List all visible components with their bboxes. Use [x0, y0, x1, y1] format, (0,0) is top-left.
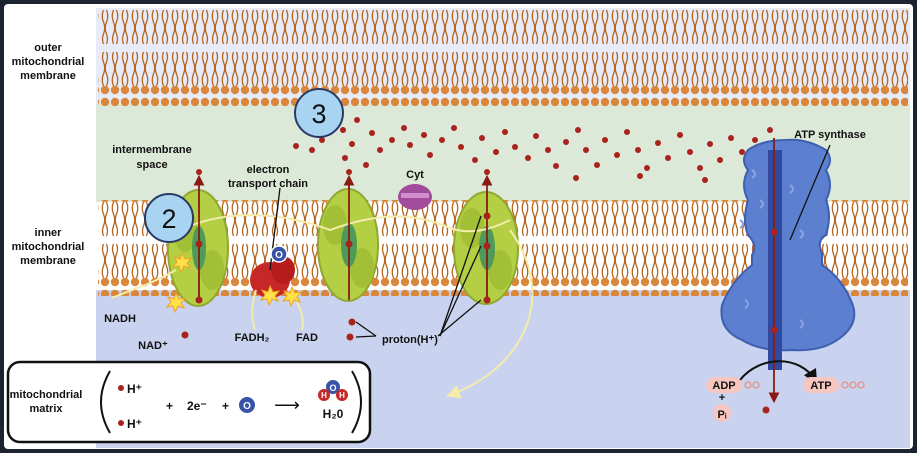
electron-starbursts — [165, 251, 303, 314]
intermembrane-space-label: intermembrane space — [112, 144, 191, 171]
cytochrome-c — [398, 184, 432, 210]
electron-to-oxygen-arrow — [446, 229, 534, 399]
nad-plus-label: NAD⁺ — [138, 340, 168, 352]
svg-text:space: space — [136, 159, 167, 171]
adp-pill: ADP — [706, 377, 760, 393]
plus-2: + — [222, 399, 229, 413]
oxygen-symbol: O — [243, 401, 251, 412]
proton-leaders — [355, 215, 482, 338]
svg-text:inner: inner — [35, 227, 63, 239]
atp-synthase-label: ATP synthase — [794, 129, 866, 141]
svg-text:intermembrane: intermembrane — [112, 144, 191, 156]
plus-sign: + — [719, 392, 725, 404]
svg-text:membrane: membrane — [20, 255, 76, 267]
svg-text:electron: electron — [247, 164, 290, 176]
svg-text:O: O — [275, 250, 283, 261]
svg-text:Pᵢ: Pᵢ — [718, 409, 727, 421]
electron-path — [175, 214, 511, 233]
fadh2-path — [251, 289, 257, 331]
proton-label: proton(H⁺) — [382, 334, 438, 346]
svg-text:membrane: membrane — [20, 70, 76, 82]
atp-synthase-leader — [789, 144, 831, 241]
fad-label: FAD — [296, 332, 318, 344]
intermembrane-protons — [196, 117, 773, 183]
proton-dot — [762, 406, 770, 414]
nadh-label: NADH — [104, 313, 136, 325]
svg-text:O: O — [329, 383, 336, 393]
svg-text:outer: outer — [34, 42, 62, 54]
fadh2-label: FADH₂ — [235, 332, 270, 344]
close-paren — [351, 370, 362, 434]
step-badge-3: 3 — [294, 88, 344, 138]
open-paren — [100, 370, 111, 434]
svg-text:3: 3 — [311, 99, 326, 129]
plus-1: + — [166, 399, 173, 413]
outer-membrane — [98, 10, 908, 106]
atp-synthase — [720, 138, 856, 370]
inner-membrane-label: inner mitochondrial membrane — [12, 227, 85, 267]
electrons: 2e⁻ — [187, 399, 207, 413]
h-plus-top: H⁺ — [127, 382, 142, 396]
h-plus-bottom: H⁺ — [127, 417, 142, 431]
water-formula: H₂0 — [323, 407, 344, 421]
matrix-protons — [181, 212, 491, 341]
svg-text:mitochondrial: mitochondrial — [12, 241, 85, 253]
matrix-label-line2: matrix — [29, 403, 63, 415]
atp-pill: ATP — [803, 377, 865, 393]
adp-to-atp-arrow — [739, 360, 818, 384]
pi-pill: Pᵢ — [713, 404, 731, 422]
svg-text:mitochondrial: mitochondrial — [12, 56, 85, 68]
step-badge-2: 2 — [144, 193, 194, 243]
svg-text:transport chain: transport chain — [228, 178, 308, 190]
reaction-arrow: ⟶ — [274, 395, 300, 415]
oxygen-marker: O — [270, 245, 288, 263]
water-molecule-icon: O H H — [318, 380, 348, 401]
proton-pump-arrows — [193, 174, 493, 300]
svg-text:ATP: ATP — [810, 380, 831, 392]
proton-dot — [770, 228, 778, 236]
complex-ii — [250, 256, 295, 298]
electron-transport-chain-label: electron transport chain — [228, 164, 308, 190]
outer-membrane-label: outer mitochondrial membrane — [12, 42, 85, 82]
svg-text:ADP: ADP — [712, 380, 735, 392]
cyt-label: Cyt — [406, 169, 424, 181]
proton-dot — [770, 326, 778, 334]
svg-text:2: 2 — [161, 204, 176, 234]
equation-box: mitochondrial matrix H⁺ H⁺ + 2e⁻ + O ⟶ O… — [6, 360, 372, 444]
nadh-path — [111, 269, 177, 299]
svg-text:H: H — [321, 391, 327, 400]
svg-text:H: H — [339, 391, 345, 400]
matrix-label-line1: mitochondrial — [10, 389, 83, 401]
